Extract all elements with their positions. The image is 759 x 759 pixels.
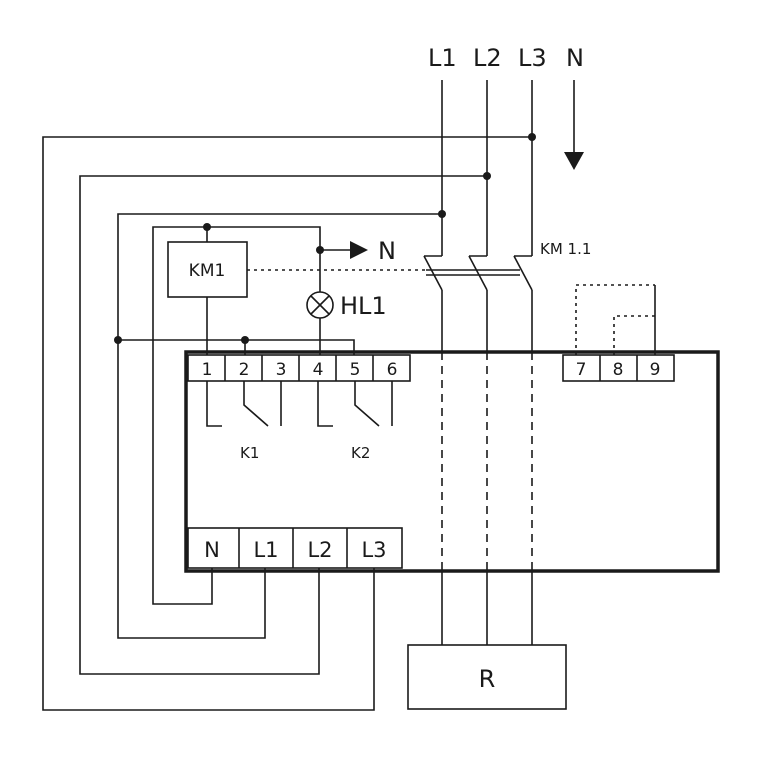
junction-common-left <box>114 336 122 344</box>
load-label: R <box>479 665 496 693</box>
supply-label-l1: L1 <box>428 44 457 72</box>
contactor-contacts-label: KM 1.1 <box>540 240 591 258</box>
load-r <box>407 644 567 710</box>
terminal-6: 6 <box>387 360 398 380</box>
aux-jumper-8-9 <box>613 315 655 355</box>
terminal-block-top: 1 2 3 4 5 6 <box>187 354 411 382</box>
terminal-block-aux: 7 8 9 <box>562 354 675 382</box>
supply-label-l2: L2 <box>473 44 502 72</box>
relay-contact-k2-label: K2 <box>351 444 370 462</box>
terminal-7: 7 <box>576 360 587 380</box>
relay-contact-k2 <box>317 381 393 427</box>
aux-jumper-7-9 <box>575 284 655 355</box>
relay-contact-k1 <box>206 381 282 427</box>
relay-body <box>184 350 720 573</box>
terminal-l2: L2 <box>307 538 332 562</box>
terminal-l3: L3 <box>361 538 386 562</box>
terminal-1: 1 <box>202 360 213 380</box>
terminal-block-supply: N L1 L2 L3 <box>187 527 403 569</box>
supply-label-n: N <box>566 44 584 72</box>
relay-contact-k1-label: K1 <box>240 444 259 462</box>
terminal-5: 5 <box>350 360 361 380</box>
junction-l3 <box>528 133 536 141</box>
neutral-out-arrow-icon <box>350 241 368 259</box>
lamp-hl1-icon <box>306 291 334 319</box>
supply-label-l3: L3 <box>518 44 547 72</box>
wire-l3-to-relay <box>42 136 532 711</box>
contactor-contacts <box>423 255 533 352</box>
terminal-3: 3 <box>276 360 287 380</box>
junction-l1 <box>438 210 446 218</box>
wire-l1-to-relay <box>117 213 442 639</box>
terminal-9: 9 <box>650 360 661 380</box>
neutral-out-label: N <box>378 237 396 265</box>
wire-n-to-relay <box>152 226 213 605</box>
junction-l2 <box>483 172 491 180</box>
contactor-coil-label: KM1 <box>189 261 226 281</box>
terminal-l1: L1 <box>253 538 278 562</box>
terminal-4: 4 <box>313 360 324 380</box>
wire-relay-common <box>118 339 355 355</box>
terminal-8: 8 <box>613 360 624 380</box>
terminal-2: 2 <box>239 360 250 380</box>
terminal-n: N <box>204 538 220 562</box>
neutral-arrow-down-icon <box>564 80 584 170</box>
lamp-label: HL1 <box>340 292 387 320</box>
wire-l2-to-relay <box>79 175 487 675</box>
